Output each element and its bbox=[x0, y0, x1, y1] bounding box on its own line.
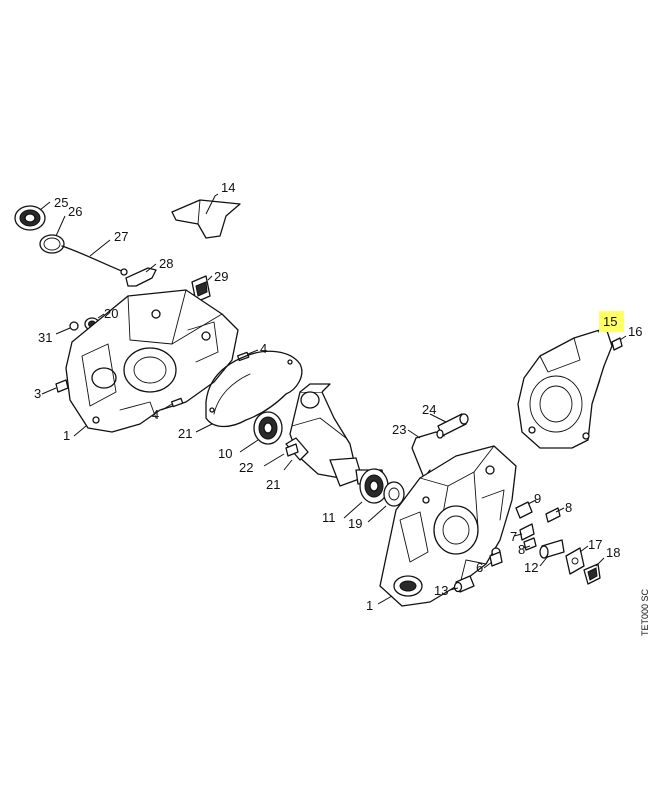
part-17-plate bbox=[565, 545, 589, 575]
label-6: 6 bbox=[476, 560, 483, 575]
label-16: 16 bbox=[628, 324, 642, 339]
label-25: 24 bbox=[422, 402, 436, 417]
highlight-15 bbox=[599, 311, 624, 332]
part-6-screw bbox=[483, 551, 503, 569]
label-10: 10 bbox=[218, 446, 232, 461]
label-1-left: 1 bbox=[63, 428, 70, 443]
label-24: 23 bbox=[392, 422, 406, 437]
crankshaft bbox=[283, 383, 385, 487]
part-11-bearing bbox=[343, 468, 389, 519]
part-12-bolt bbox=[539, 539, 565, 567]
label-19: 19 bbox=[348, 516, 362, 531]
part-25-bolt bbox=[429, 413, 469, 437]
label-1-right: 1 bbox=[366, 598, 373, 613]
part-18-clip bbox=[583, 557, 605, 585]
label-28: 27 bbox=[114, 229, 128, 244]
part-29-fitting bbox=[125, 263, 157, 287]
label-3: 3 bbox=[34, 386, 41, 401]
label-15: 15 bbox=[603, 314, 617, 329]
label-31: 31 bbox=[38, 330, 52, 345]
part-23-key bbox=[263, 443, 299, 467]
label-7: 7 bbox=[510, 529, 517, 544]
part-9-stud bbox=[515, 499, 537, 519]
drawing-code: TET000 SC bbox=[640, 588, 650, 636]
part-19-seal bbox=[367, 481, 405, 523]
label-29: 28 bbox=[159, 256, 173, 271]
label-13: 13 bbox=[434, 583, 448, 598]
label-23: 22 bbox=[239, 460, 253, 475]
label-27: 26 bbox=[68, 204, 82, 219]
label-21: 21 bbox=[178, 426, 192, 441]
left-crankcase-half bbox=[65, 289, 239, 437]
label-8-upper: 8 bbox=[565, 500, 572, 515]
label-18: 18 bbox=[606, 545, 620, 560]
part-21-gasket bbox=[195, 350, 303, 433]
part-7-stud bbox=[513, 523, 535, 541]
part-31-screw bbox=[55, 321, 79, 335]
label-12: 12 bbox=[524, 560, 538, 575]
callout-labels: 14 25 26 27 28 29 20 31 4 3 4 1 21 24 23… bbox=[34, 180, 642, 613]
part-10-bearing bbox=[239, 411, 283, 453]
label-17: 17 bbox=[588, 537, 602, 552]
part-3-plug bbox=[41, 379, 69, 395]
label-30: 29 bbox=[214, 269, 228, 284]
part-14-shield bbox=[171, 193, 241, 239]
part-8-stud-upper bbox=[545, 507, 565, 523]
label-20: 20 bbox=[104, 306, 118, 321]
part-28-oil-line bbox=[61, 239, 128, 276]
label-4-upper: 4 bbox=[260, 341, 267, 356]
part-15-cover bbox=[517, 327, 613, 449]
part-13-screw bbox=[449, 575, 475, 593]
label-22: 21 bbox=[266, 477, 280, 492]
label-9: 9 bbox=[534, 491, 541, 506]
label-8-lower: 8 bbox=[518, 542, 525, 557]
part-16-screw bbox=[611, 335, 627, 351]
part-26-gear bbox=[14, 201, 51, 231]
label-14: 14 bbox=[221, 180, 235, 195]
label-4-lower: 4 bbox=[152, 407, 159, 422]
part-27-ring bbox=[39, 215, 66, 254]
part-4-dowel-lower bbox=[161, 397, 184, 411]
right-crankcase-half bbox=[377, 445, 517, 607]
label-11: 11 bbox=[322, 510, 336, 525]
part-8-stud-lower bbox=[523, 537, 537, 551]
label-26: 25 bbox=[54, 195, 68, 210]
